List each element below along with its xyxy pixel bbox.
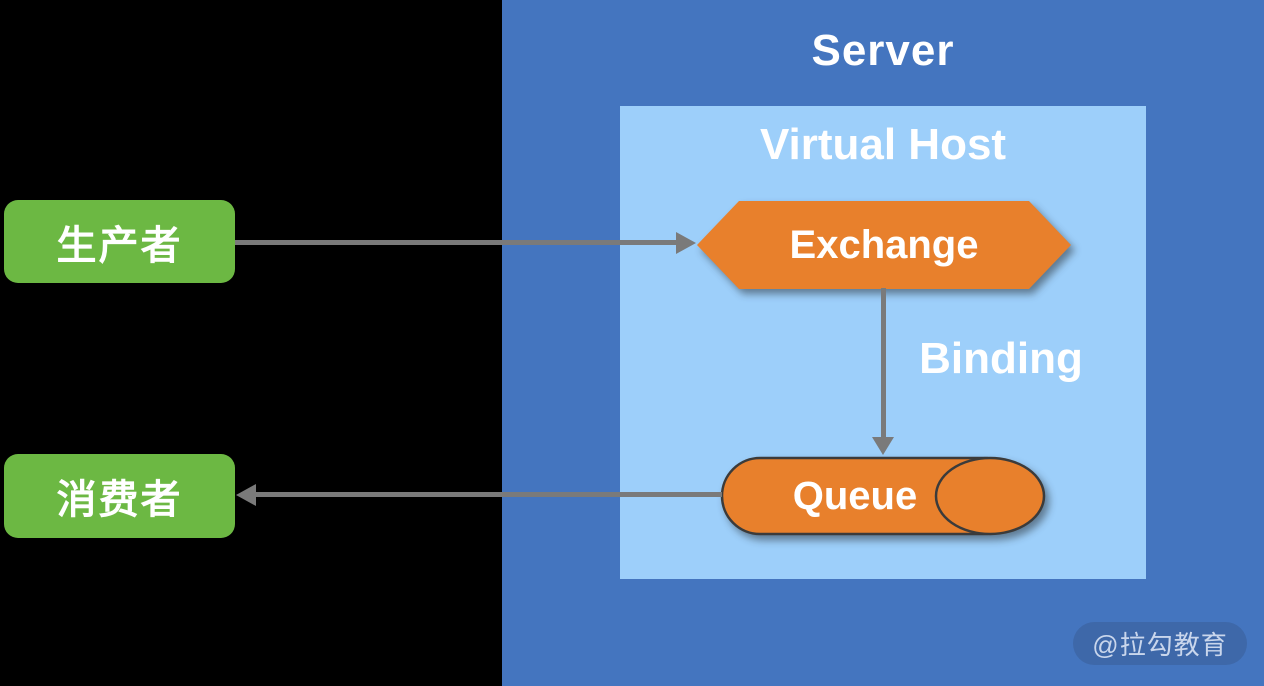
exchange-hexagon-shape: Exchange [697,201,1071,289]
queue-node [720,456,1046,536]
exchange-node: Exchange [697,201,1071,289]
consumer-node: 消费者 [4,454,235,538]
virtual-host-title: Virtual Host [759,120,1007,169]
queue-to-consumer-arrowhead-icon [236,484,256,506]
binding-label: Binding [919,334,1083,383]
queue-label: Queue [792,473,918,518]
producer-to-exchange-arrowhead-icon [676,232,696,254]
watermark-label: @拉勾教育 [1092,630,1228,660]
exchange-to-queue-arrow-line [881,288,886,438]
server-title: Server [811,26,955,75]
producer-to-exchange-arrow-line [235,240,676,245]
exchange-label: Exchange [789,222,979,267]
producer-label: 生产者 [56,223,183,268]
queue-to-consumer-arrow-line [256,492,722,497]
queue-end-ellipse-shape [934,456,1046,536]
exchange-to-queue-arrowhead-icon [872,437,894,455]
producer-node: 生产者 [4,200,235,283]
consumer-label: 消费者 [56,478,183,522]
watermark-badge: @拉勾教育 [1073,622,1247,665]
